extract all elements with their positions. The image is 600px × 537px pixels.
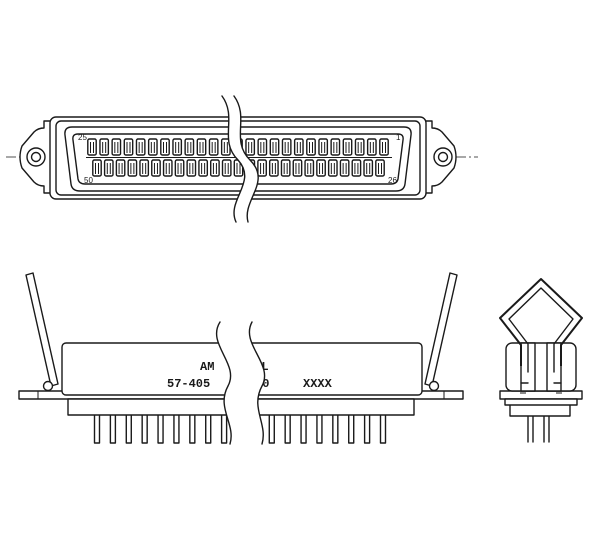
pin-label-50: 50	[84, 176, 93, 185]
contact-upper	[366, 138, 377, 156]
side-pin	[205, 411, 212, 444]
contact-upper	[379, 138, 389, 156]
end-mid-tier	[504, 398, 578, 406]
contact-lower	[92, 159, 102, 177]
side-break-line-left	[215, 321, 232, 445]
front-break-gap	[222, 96, 259, 222]
side-break-gap	[216, 322, 265, 444]
contact-upper	[123, 138, 134, 156]
side-pin	[109, 411, 117, 444]
contact-lower	[103, 159, 114, 177]
side-pin	[125, 411, 132, 444]
contact-lower	[115, 159, 126, 177]
contact-lower	[127, 159, 138, 177]
contact-upper	[306, 138, 316, 156]
contact-lower	[351, 159, 362, 177]
contact-upper	[318, 138, 329, 156]
right-latch-clip	[424, 272, 458, 392]
contact-lower	[210, 159, 220, 177]
marking-am: AM	[200, 360, 214, 374]
contact-lower	[257, 159, 267, 177]
contact-upper	[330, 138, 341, 156]
contact-lower	[268, 159, 279, 177]
front-break-line-right	[233, 95, 259, 223]
pin-label-25: 25	[78, 133, 87, 142]
side-pin	[300, 411, 307, 444]
contact-upper	[293, 138, 304, 156]
side-pin	[189, 411, 196, 444]
front-insert-inner	[72, 133, 404, 185]
contact-lower	[162, 159, 173, 177]
side-pin	[379, 411, 387, 444]
contact-upper	[87, 138, 97, 156]
side-break-line-right	[248, 321, 266, 445]
end-body	[505, 342, 577, 392]
side-pin	[332, 411, 339, 444]
side-pin	[363, 411, 371, 444]
side-pin	[268, 411, 275, 444]
marking-xxxx: XXXX	[303, 377, 333, 391]
side-view: AM NOL 57-405 00 XXXX	[18, 272, 464, 445]
contact-lower	[280, 159, 291, 177]
contact-lower	[327, 159, 338, 177]
side-pin	[220, 411, 228, 444]
front-view: 25 1 50 26	[6, 95, 478, 223]
contact-lower	[151, 159, 161, 177]
left-latch-clip	[25, 272, 59, 392]
contact-upper	[111, 138, 122, 156]
end-spring-clip-outer	[499, 278, 583, 366]
pin-label-26: 26	[388, 176, 397, 185]
contact-lower	[221, 159, 232, 177]
right-mount-hole-inner	[437, 151, 449, 163]
contact-upper	[354, 138, 365, 156]
contact-lower	[304, 159, 315, 177]
contact-lower	[292, 159, 303, 177]
left-mount-hole-inner	[30, 151, 42, 163]
end-spring-clip-inner	[508, 287, 574, 373]
end-bottom-tier	[509, 403, 571, 417]
contact-upper	[147, 138, 158, 156]
contact-upper	[269, 138, 280, 156]
contact-upper	[196, 138, 207, 156]
contact-lower	[174, 159, 185, 177]
marking-part-prefix: 57-405	[167, 377, 210, 391]
front-insert-outer	[64, 126, 412, 192]
side-pin	[141, 411, 148, 444]
side-flange-detail	[37, 391, 445, 399]
contact-lower	[139, 159, 150, 177]
contact-upper	[99, 138, 110, 156]
end-view	[499, 278, 583, 443]
front-break-line-left	[221, 95, 246, 223]
side-pin	[316, 411, 323, 444]
contact-upper	[281, 138, 292, 156]
contact-lower	[316, 159, 326, 177]
contact-lower	[339, 159, 350, 177]
contact-upper	[245, 138, 256, 156]
end-flange	[499, 390, 583, 400]
front-contacts	[86, 138, 392, 177]
contact-upper	[184, 138, 195, 156]
side-pin	[157, 411, 164, 444]
end-pins	[527, 414, 550, 443]
side-pin	[284, 411, 291, 444]
side-pin	[173, 411, 180, 444]
contact-lower	[198, 159, 209, 177]
contact-upper	[160, 138, 170, 156]
contact-lower	[186, 159, 197, 177]
side-pin	[93, 411, 101, 444]
contact-upper	[135, 138, 146, 156]
contact-upper	[257, 138, 268, 156]
side-pin	[348, 411, 355, 444]
contact-upper	[342, 138, 353, 156]
contact-upper	[208, 138, 219, 156]
pin-label-1: 1	[396, 133, 401, 142]
contact-lower	[375, 159, 385, 177]
contact-lower	[363, 159, 374, 177]
contact-upper	[172, 138, 183, 156]
